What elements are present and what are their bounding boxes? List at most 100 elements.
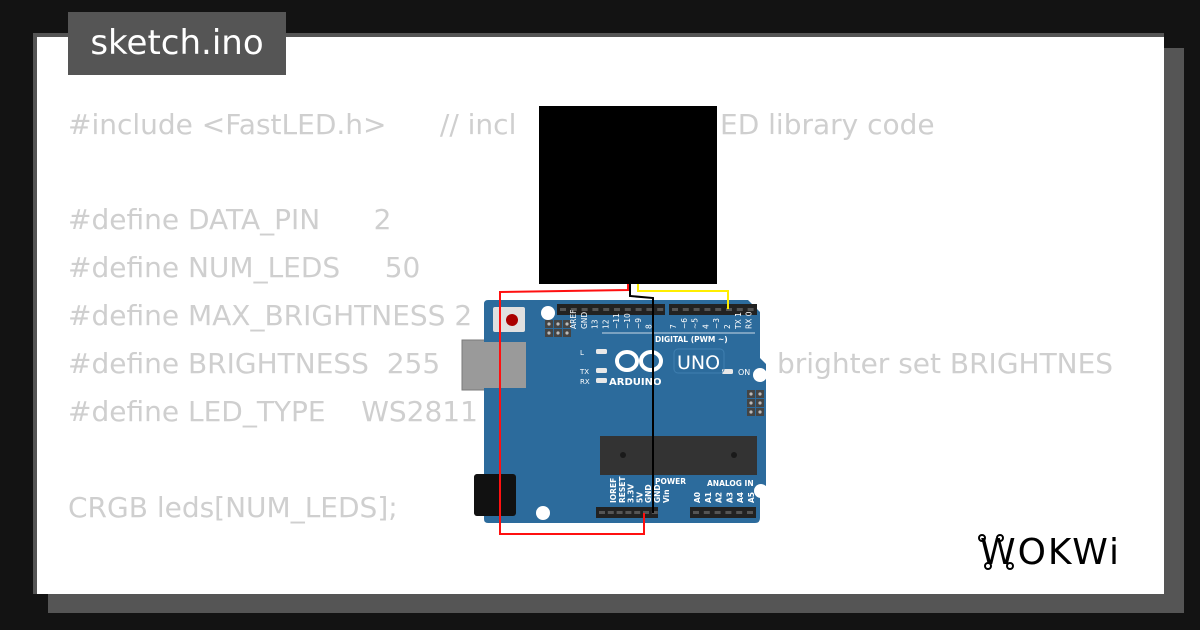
wokwi-logo-text: WOKWi bbox=[980, 532, 1121, 573]
pin-label: 13 bbox=[591, 319, 600, 329]
pin-hole[interactable] bbox=[715, 308, 722, 311]
pin-label: TX 1 bbox=[734, 312, 743, 330]
digital-header-right[interactable] bbox=[669, 304, 757, 315]
pin-label: 5V bbox=[635, 492, 644, 503]
icsp-header bbox=[747, 390, 764, 416]
power-jack-front bbox=[474, 474, 516, 516]
pin-label: RX 0 bbox=[745, 311, 754, 329]
pin-hole[interactable] bbox=[651, 511, 658, 514]
code-line: #include <FastLED.h> // incl bbox=[68, 108, 517, 141]
uno-label: UNO bbox=[677, 352, 720, 374]
led-matrix[interactable] bbox=[539, 106, 717, 284]
pin-hole[interactable] bbox=[625, 511, 632, 514]
pin-hole[interactable] bbox=[693, 308, 700, 311]
led-label-tx: TX bbox=[579, 368, 589, 376]
code-line: CRGB leds[NUM_LEDS]; bbox=[68, 491, 398, 524]
pin-hole[interactable] bbox=[726, 308, 732, 311]
pin-hole[interactable] bbox=[703, 511, 710, 514]
pin-hole[interactable] bbox=[704, 308, 711, 311]
pin-hole[interactable] bbox=[624, 308, 631, 311]
pin-hole[interactable] bbox=[693, 511, 699, 514]
usb-port-front bbox=[466, 342, 526, 388]
icsp-pin-dot bbox=[758, 401, 762, 405]
uno-box bbox=[673, 348, 725, 374]
pin-hole[interactable] bbox=[672, 308, 678, 311]
pin-hole[interactable] bbox=[634, 511, 641, 514]
icsp-pin-dot bbox=[749, 410, 753, 414]
pin-hole[interactable] bbox=[714, 511, 721, 514]
led-label-l: L bbox=[580, 349, 584, 357]
pin-label: 3.3V bbox=[627, 484, 636, 503]
pin-hole[interactable] bbox=[581, 308, 588, 311]
wire-5v[interactable] bbox=[499, 284, 645, 535]
chip-dot bbox=[620, 452, 626, 458]
led-tx bbox=[596, 368, 607, 373]
icsp-pin-dot bbox=[565, 331, 569, 335]
pin-hole[interactable] bbox=[616, 511, 623, 514]
pin-label: ~9 bbox=[634, 318, 643, 329]
pin-label: Vin bbox=[662, 489, 671, 503]
pin-label: ~3 bbox=[712, 318, 721, 329]
pin-label: 2 bbox=[723, 324, 732, 329]
icsp-pin-dot bbox=[749, 401, 753, 405]
digital-label: DIGITAL (PWM ~) bbox=[655, 335, 728, 344]
pin-hole[interactable] bbox=[614, 308, 620, 311]
reset-button-cap[interactable] bbox=[506, 314, 518, 326]
pin-hole[interactable] bbox=[682, 308, 689, 311]
mount-hole bbox=[541, 306, 555, 320]
code-line-tail: brighter set BRIGHTNES bbox=[777, 347, 1114, 380]
pin-hole[interactable] bbox=[635, 308, 642, 311]
code-line: #define BRIGHTNESS 255 bbox=[68, 347, 441, 380]
pin-hole[interactable] bbox=[603, 308, 610, 311]
pin-label: A3 bbox=[725, 492, 734, 503]
pin-label: RESET bbox=[618, 476, 627, 503]
pin-label: 7 bbox=[669, 324, 678, 329]
digital-header-left[interactable] bbox=[557, 304, 665, 315]
analog-header[interactable] bbox=[690, 507, 756, 518]
pin-hole[interactable] bbox=[747, 511, 753, 514]
pin-hole[interactable] bbox=[657, 308, 664, 311]
pin-hole[interactable] bbox=[570, 308, 577, 311]
analog-label: ANALOG IN bbox=[707, 479, 754, 488]
pin-label: GND bbox=[644, 484, 653, 503]
pin-hole[interactable] bbox=[736, 308, 743, 311]
wire-data[interactable] bbox=[637, 284, 729, 309]
pin-label: A0 bbox=[693, 492, 702, 503]
icsp-pin-dot bbox=[556, 322, 560, 326]
pin-hole[interactable] bbox=[560, 308, 566, 311]
pin-hole[interactable] bbox=[592, 308, 599, 311]
pin-hole[interactable] bbox=[725, 511, 732, 514]
icsp-header bbox=[545, 320, 571, 337]
pin-label: ~6 bbox=[680, 318, 689, 329]
file-tab[interactable]: sketch.ino bbox=[68, 12, 286, 75]
pin-hole[interactable] bbox=[747, 308, 754, 311]
led-on bbox=[722, 369, 733, 374]
chip-dot bbox=[731, 452, 737, 458]
pin-label: AREF bbox=[569, 310, 578, 329]
pin-hole[interactable] bbox=[736, 511, 743, 514]
led-l bbox=[596, 349, 607, 354]
pin-label: ~10 bbox=[623, 313, 632, 329]
mount-hole bbox=[753, 368, 767, 382]
pin-label: 8 bbox=[645, 324, 654, 329]
pin-hole[interactable] bbox=[643, 511, 649, 514]
code-line-tail: ED library code bbox=[720, 108, 935, 141]
power-label: POWER bbox=[655, 477, 686, 486]
pin-label: 4 bbox=[701, 324, 710, 329]
pin-label: GND bbox=[580, 312, 589, 329]
code-line: #define LED_TYPE WS2811 bbox=[68, 395, 478, 428]
pin-hole[interactable] bbox=[646, 308, 653, 311]
pin-hole[interactable] bbox=[607, 511, 614, 514]
pin-hole[interactable] bbox=[599, 511, 605, 514]
icsp-pin-dot bbox=[758, 410, 762, 414]
icsp-pin-dot bbox=[547, 322, 551, 326]
led-rx bbox=[596, 378, 607, 383]
pin-label: A4 bbox=[736, 492, 745, 503]
microcontroller-chip bbox=[600, 436, 757, 475]
wire-gnd[interactable] bbox=[629, 284, 654, 513]
wokwi-logo: WOKWi bbox=[978, 532, 1121, 573]
pin-label: A2 bbox=[715, 492, 724, 503]
code-line: #define NUM_LEDS 50 bbox=[68, 251, 421, 284]
